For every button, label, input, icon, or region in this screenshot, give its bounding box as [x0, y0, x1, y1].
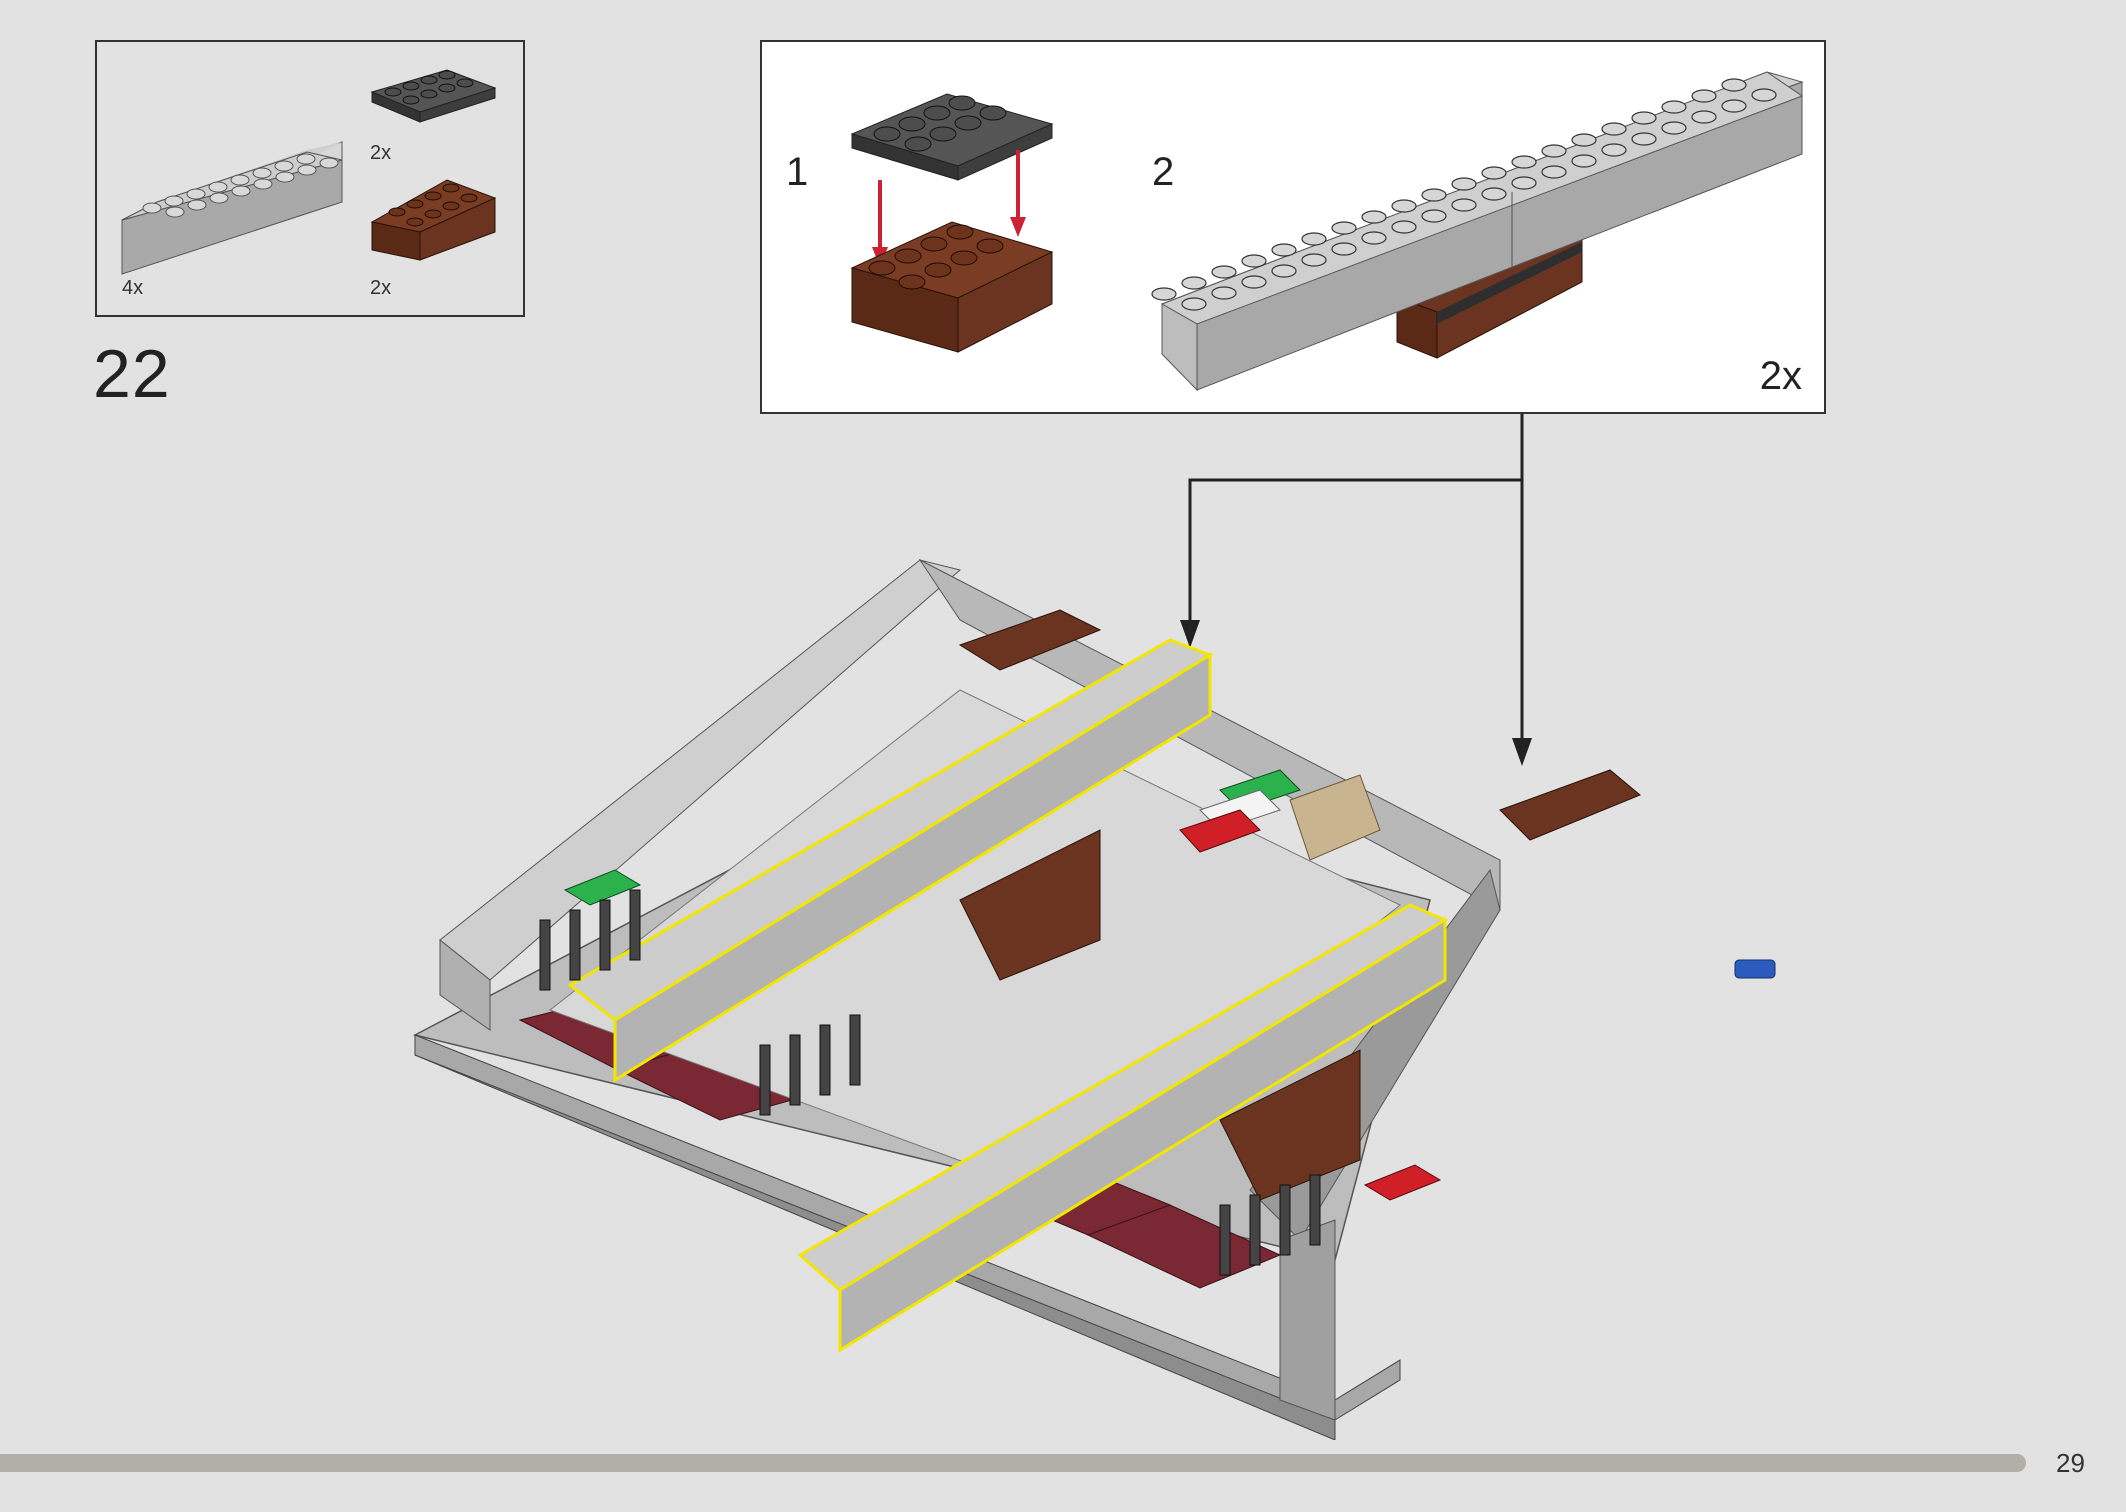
- flag-bricks: [1179, 769, 1381, 861]
- part-qty-light-gray-brick: 4x: [122, 277, 144, 299]
- main-model-illustration: [412, 558, 1776, 1440]
- part-light-gray-brick: [121, 141, 343, 275]
- parts-illustration: [121, 69, 497, 275]
- arrow-head-left-icon: [1180, 620, 1200, 648]
- blue-clip: [1734, 959, 1776, 979]
- arrow-head-right-icon: [1512, 738, 1532, 766]
- part-qty-brown-brick: 2x: [370, 277, 392, 299]
- fence-railings: [539, 889, 1321, 1276]
- substep-2-label: 2: [1152, 150, 1175, 194]
- highlighted-long-bricks: [567, 638, 1449, 1353]
- part-dark-gray-plate: [370, 69, 497, 123]
- substep-1-illustration: [850, 93, 1054, 353]
- subassembly-illustration: [850, 71, 1804, 392]
- substep-1-label: 1: [786, 150, 809, 194]
- subassembly-callout: 1 2: [760, 40, 1826, 414]
- page-number: 29: [2056, 1448, 2085, 1478]
- substep-2-illustration: [1151, 71, 1804, 392]
- subassembly-multiplier: 2x: [1759, 354, 1802, 398]
- progress-bar: [0, 1454, 2026, 1472]
- step-number: 22: [93, 336, 171, 412]
- part-brown-brick: [370, 179, 497, 261]
- placement-arrow-left: [1188, 414, 1524, 630]
- parts-callout: 2x 4x 2x: [95, 40, 525, 317]
- part-qty-dark-gray-plate: 2x: [370, 142, 392, 164]
